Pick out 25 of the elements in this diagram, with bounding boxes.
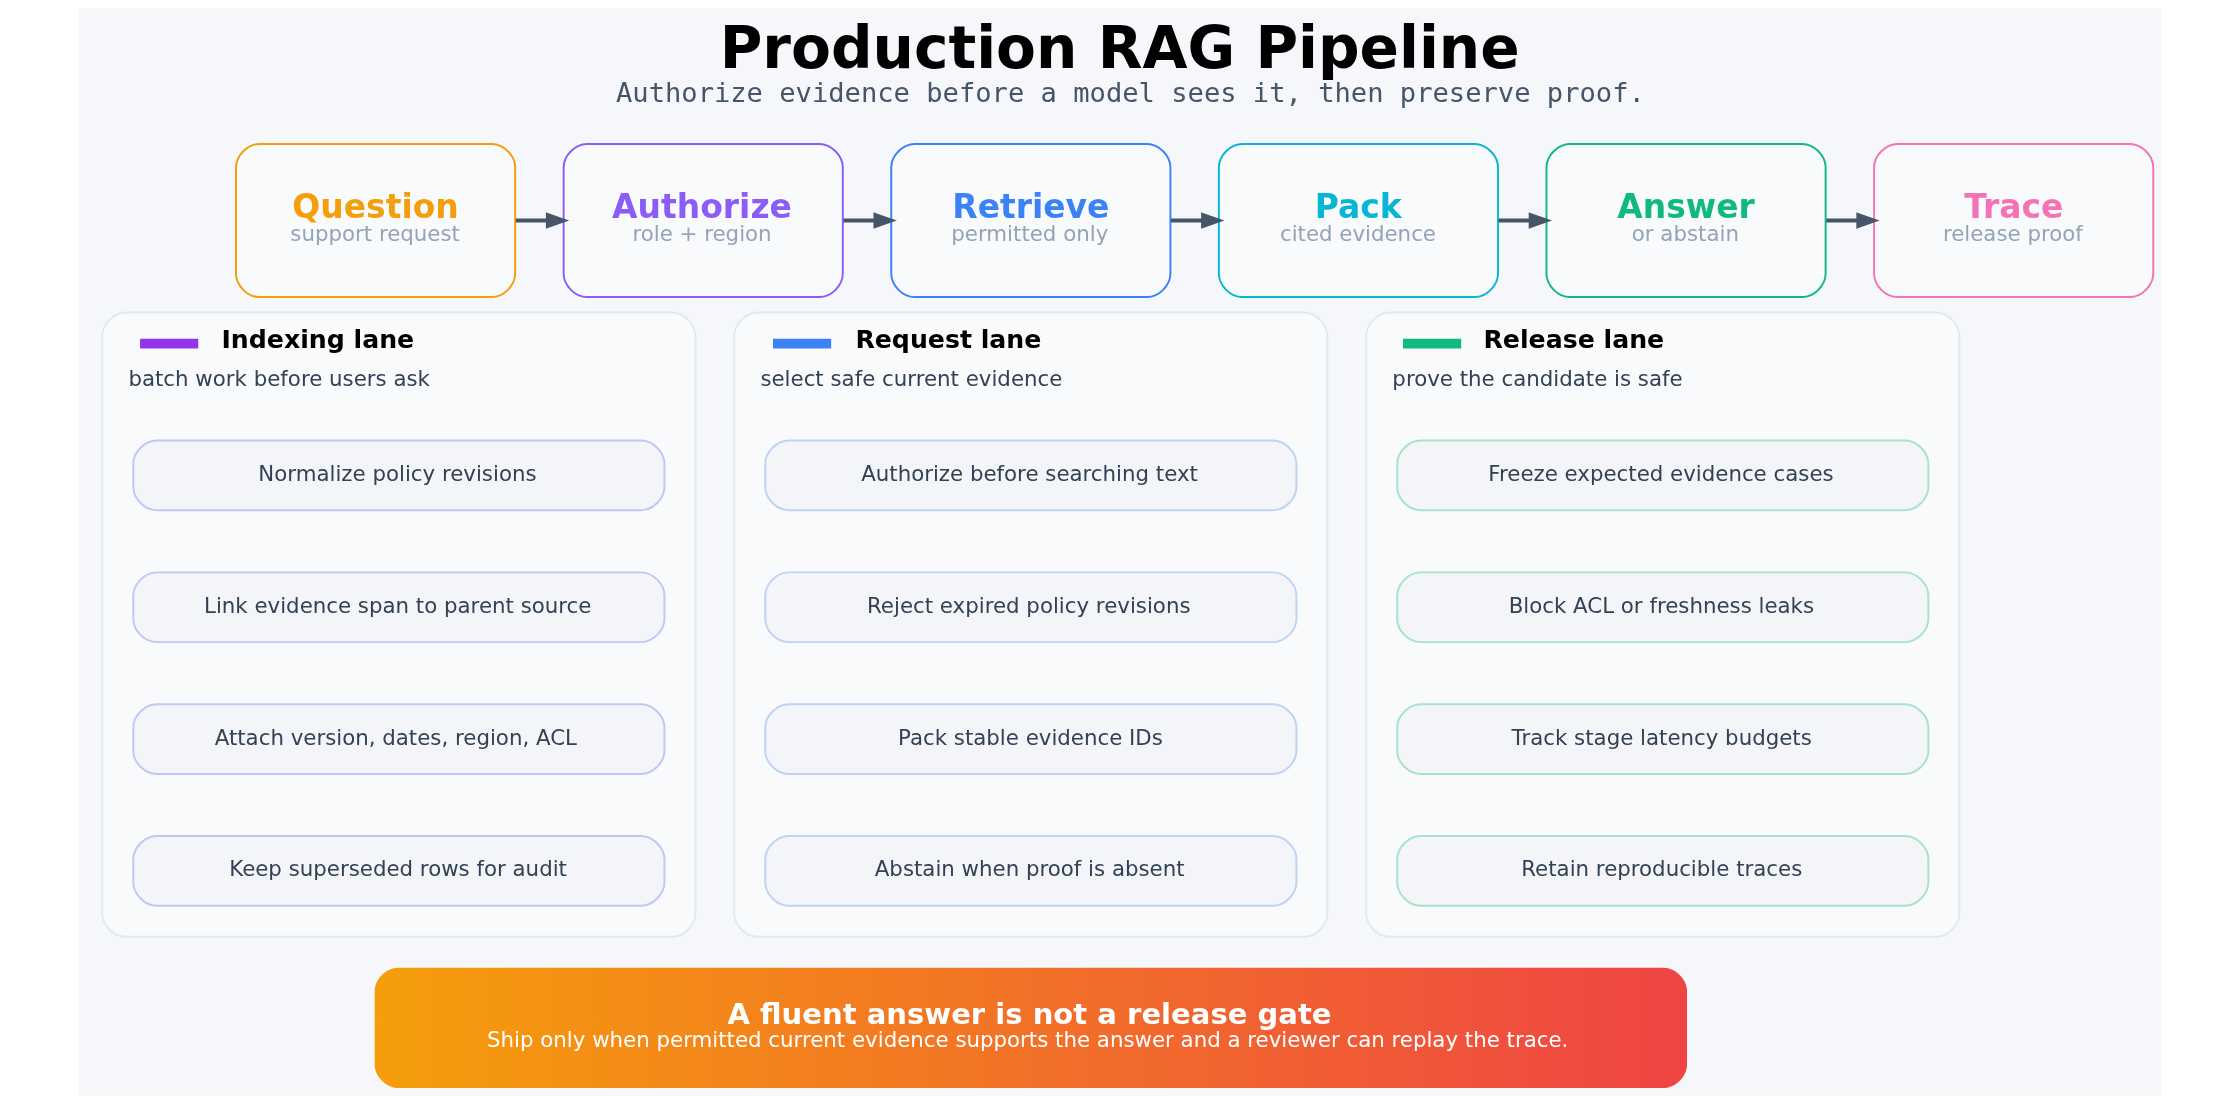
node-box: Link evidence span to parent source — [132, 571, 666, 644]
node-box: Keep superseded rows for audit — [132, 835, 666, 907]
arrow — [1498, 212, 1553, 229]
arrow — [843, 212, 897, 229]
node-box: Attach version, dates, region, ACL — [132, 703, 666, 775]
node-box: Answer or abstain — [1545, 142, 1827, 299]
arrow — [1826, 212, 1880, 229]
node-box: A fluent answer is not a release gate Ship only when permitted current evidence supports the answer and a reviewer can replay the trace. — [374, 967, 1688, 1088]
arrow — [1170, 212, 1225, 229]
node-box: Pack stable evidence IDs — [764, 703, 1298, 775]
node-box: Normalize policy revisions — [132, 439, 666, 512]
node-box: Block ACL or freshness leaks — [1396, 571, 1930, 644]
node-box: Retrieve permitted only — [890, 142, 1172, 299]
node-box: Retain reproducible traces — [1396, 835, 1930, 907]
node-box: Abstain when proof is absent — [764, 835, 1298, 907]
node-box: Freeze expected evidence cases — [1396, 439, 1930, 512]
arrow — [515, 212, 570, 229]
node-box: Track stage latency budgets — [1396, 703, 1930, 775]
node-box: Pack cited evidence — [1217, 142, 1499, 299]
diagram-title: Production RAG Pipeline — [719, 14, 1520, 83]
node-box: Authorize before searching text — [764, 439, 1298, 512]
node-box: Authorize role + region — [562, 142, 844, 299]
node-box: Trace release proof — [1873, 142, 2155, 299]
node-box: Question support request — [235, 142, 517, 299]
node-box: Reject expired policy revisions — [764, 571, 1298, 644]
